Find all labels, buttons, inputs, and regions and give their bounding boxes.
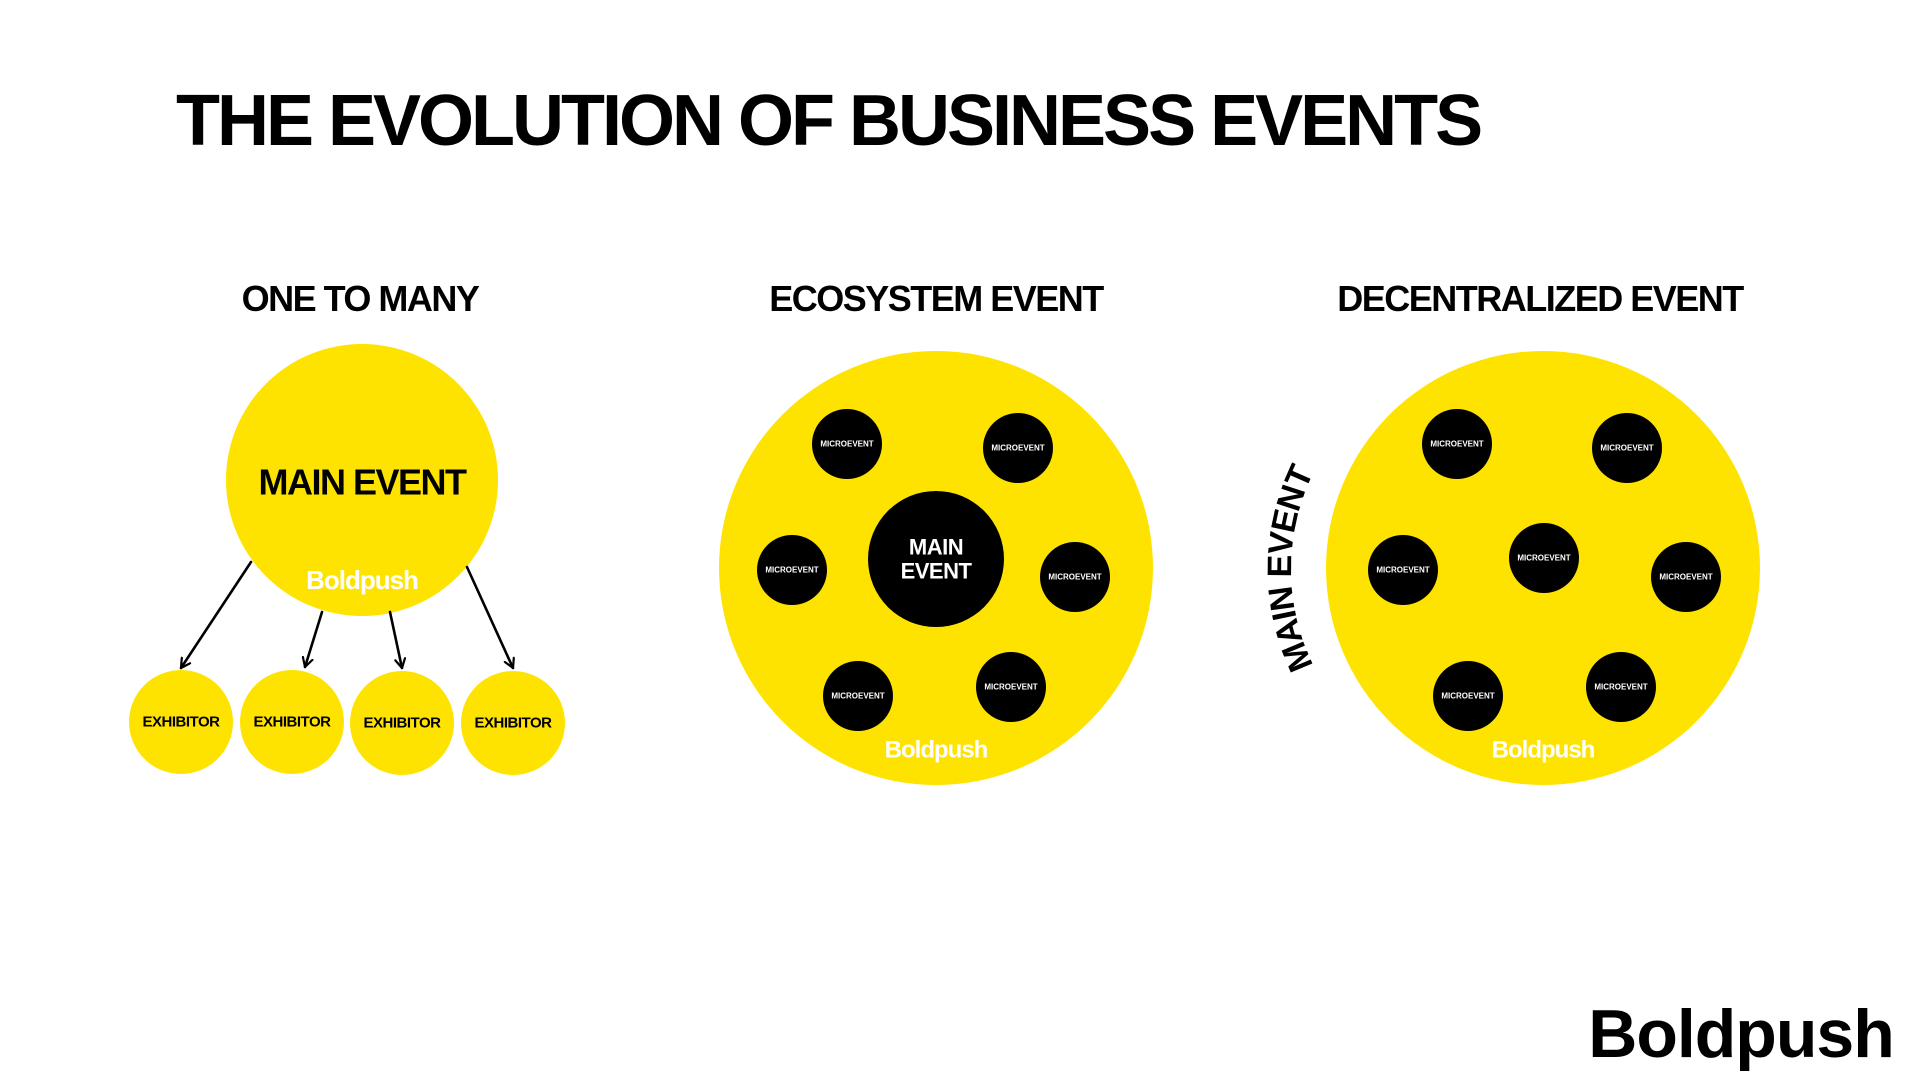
arrow-connector	[465, 565, 513, 670]
main-event-label: EVENT	[901, 559, 973, 584]
microevent-circle	[757, 535, 827, 605]
microevent-label: MICROEVENT	[1048, 573, 1101, 582]
microevent-label: MICROEVENT	[831, 692, 884, 701]
page-title: THE EVOLUTION OF BUSINESS EVENTS	[176, 81, 1483, 161]
microevent-circle	[1368, 535, 1438, 605]
main-event-arc-label: MAIN EVENT	[1261, 459, 1321, 677]
brand-logo-text: Boldpush	[1588, 996, 1894, 1072]
microevent-label: MICROEVENT	[1441, 692, 1494, 701]
arrow-connector	[305, 610, 324, 669]
microevent-circle	[1509, 523, 1579, 593]
microevent-label: MICROEVENT	[1376, 566, 1429, 575]
microevent-circle	[812, 409, 882, 479]
microevent-circle	[1586, 652, 1656, 722]
panel-title-ecosystem: ECOSYSTEM EVENT	[769, 278, 1104, 319]
exhibitor-label: EXHIBITOR	[364, 715, 442, 732]
microevent-label: MICROEVENT	[1517, 554, 1570, 563]
exhibitor-circle	[350, 671, 454, 775]
microevent-label: MICROEVENT	[1594, 683, 1647, 692]
main-event-label: MAIN	[909, 535, 963, 560]
microevent-circle	[1651, 542, 1721, 612]
brand-logo-decentralized: Boldpush	[1492, 737, 1595, 764]
microevent-circle	[1592, 413, 1662, 483]
panel-title-one-to-many: ONE TO MANY	[241, 278, 480, 319]
brand-logo-main-event: Boldpush	[306, 565, 418, 595]
brand-logo-corner: Boldpush	[1588, 996, 1895, 1072]
microevent-circle	[976, 652, 1046, 722]
arrow-connector	[179, 560, 253, 670]
microevent-label: MICROEVENT	[991, 444, 1044, 453]
main-event-circle	[868, 491, 1004, 627]
main-event-label: MAIN EVENT	[258, 462, 467, 503]
exhibitor-label: EXHIBITOR	[254, 714, 332, 731]
microevent-circle	[1422, 409, 1492, 479]
exhibitor-circle	[461, 671, 565, 775]
exhibitor-label: EXHIBITOR	[475, 715, 553, 732]
microevent-label: MICROEVENT	[984, 683, 1037, 692]
exhibitor-circle	[129, 670, 233, 774]
microevent-circle	[983, 413, 1053, 483]
microevent-label: MICROEVENT	[820, 440, 873, 449]
main-event-circle	[226, 344, 498, 616]
microevent-label: MICROEVENT	[1659, 573, 1712, 582]
exhibitor-circle	[240, 670, 344, 774]
microevent-label: MICROEVENT	[1430, 440, 1483, 449]
microevent-circle	[823, 661, 893, 731]
panel-title-decentralized: DECENTRALIZED EVENT	[1337, 278, 1744, 319]
microevent-label: MICROEVENT	[765, 566, 818, 575]
panel-decentralized-event: MICROEVENT MICROEVENT MICROEVENT MICROEVENT…	[1261, 351, 1760, 785]
exhibitor-label: EXHIBITOR	[143, 714, 221, 731]
microevent-label: MICROEVENT	[1600, 444, 1653, 453]
arrow-connector	[388, 610, 402, 670]
microevent-circle	[1040, 542, 1110, 612]
microevent-circle	[1433, 661, 1503, 731]
brand-logo-ecosystem: Boldpush	[885, 737, 988, 764]
